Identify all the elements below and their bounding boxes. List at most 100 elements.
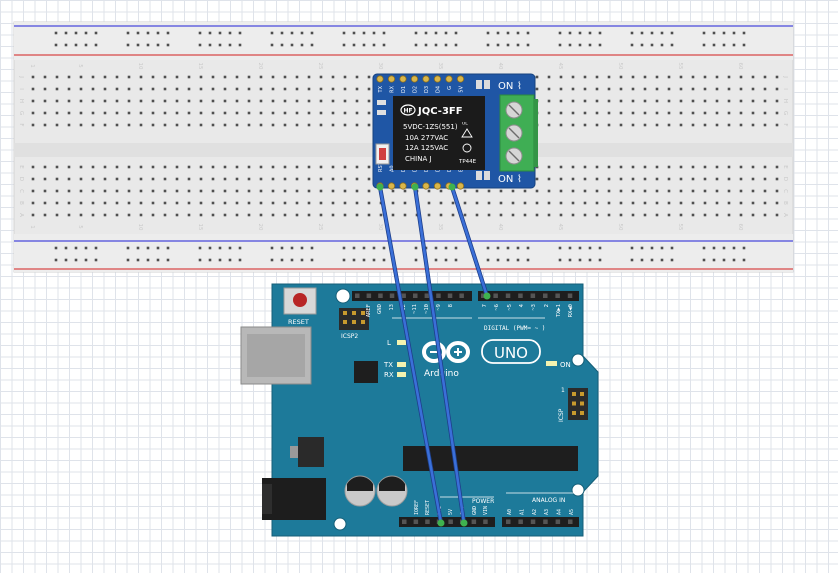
- breadboard-hole: [715, 111, 719, 115]
- rail-hole: [444, 258, 448, 262]
- digital-pin-label: 8: [448, 304, 454, 307]
- column-number-bottom: 5: [77, 225, 83, 229]
- tx-led: [397, 362, 406, 367]
- reset-button-cap[interactable]: [293, 293, 307, 307]
- column-number-top: 20: [257, 63, 263, 70]
- breadboard-hole: [763, 99, 767, 103]
- breadboard-hole: [715, 213, 719, 217]
- rail-hole: [414, 246, 418, 250]
- breadboard-hole: [151, 99, 155, 103]
- breadboard-hole: [751, 177, 755, 181]
- rail-hole: [270, 31, 274, 35]
- breadboard-hole: [175, 75, 179, 79]
- column-number-bottom: 60: [737, 224, 743, 231]
- header-pin: [448, 519, 453, 524]
- breadboard-hole: [55, 189, 59, 193]
- breadboard-hole: [259, 213, 263, 217]
- rail-hole: [156, 258, 160, 262]
- header-pin: [518, 519, 523, 524]
- breadboard-hole: [127, 123, 131, 127]
- reset-button[interactable]: [283, 287, 317, 315]
- icsp2-pin: [352, 311, 356, 315]
- rail-hole: [742, 31, 746, 35]
- breadboard-hole: [307, 165, 311, 169]
- relay-top-pin-label: D2: [413, 86, 419, 93]
- column-number-bottom: 50: [617, 224, 623, 231]
- relay-top-pin: [445, 75, 453, 83]
- breadboard-hole: [763, 213, 767, 217]
- icsp-pin: [572, 411, 576, 415]
- column-number-top: 35: [437, 63, 443, 70]
- breadboard-hole: [463, 189, 467, 193]
- breadboard-hole: [43, 99, 47, 103]
- rail-hole: [238, 43, 242, 47]
- breadboard-hole: [187, 99, 191, 103]
- rail-hole: [516, 31, 520, 35]
- breadboard-hole: [139, 111, 143, 115]
- icsp-pin: [580, 392, 584, 396]
- rail-hole: [506, 43, 510, 47]
- rail-hole: [238, 246, 242, 250]
- breadboard-hole: [751, 165, 755, 169]
- breadboard-hole: [247, 189, 251, 193]
- reset-label: RESET: [288, 318, 309, 326]
- breadboard-hole: [91, 99, 95, 103]
- jumper-wires: [376, 183, 491, 527]
- breadboard-hole: [175, 123, 179, 127]
- breadboard-hole: [211, 87, 215, 91]
- breadboard-hole: [55, 123, 59, 127]
- breadboard-hole: [667, 189, 671, 193]
- relay-on-label-bottom: ON: [498, 174, 513, 185]
- header-pin: [506, 519, 511, 524]
- breadboard-hole: [211, 123, 215, 127]
- breadboard-hole: [607, 111, 611, 115]
- rail-hole: [434, 246, 438, 250]
- rail-hole: [486, 43, 490, 47]
- breadboard-hole: [235, 213, 239, 217]
- breadboard-hole: [739, 165, 743, 169]
- breadboard-hole: [307, 213, 311, 217]
- rail-hole: [136, 31, 140, 35]
- breadboard-hole: [223, 99, 227, 103]
- breadboard-hole: [607, 99, 611, 103]
- breadboard-hole: [703, 75, 707, 79]
- rail-hole: [444, 31, 448, 35]
- column-number-top: 10: [137, 63, 143, 70]
- breadboard-hole: [271, 189, 275, 193]
- rail-hole: [496, 43, 500, 47]
- rail-hole: [712, 31, 716, 35]
- breadboard-hole: [91, 111, 95, 115]
- breadboard-hole: [271, 75, 275, 79]
- breadboard-hole: [595, 75, 599, 79]
- breadboard-hole: [643, 201, 647, 205]
- breadboard-hole: [727, 111, 731, 115]
- breadboard-hole: [247, 87, 251, 91]
- mounting-hole: [335, 288, 351, 304]
- icsp-pin1-label: 1: [561, 387, 565, 394]
- relay-on-icon-bottom: ⌇: [517, 174, 522, 185]
- breadboard-hole: [139, 99, 143, 103]
- rail-hole: [578, 31, 582, 35]
- row-letter-right: G: [782, 111, 788, 115]
- rx-led: [397, 372, 406, 377]
- breadboard-hole: [43, 87, 47, 91]
- header-pin: [447, 293, 453, 298]
- relay-bottom-pin: [422, 182, 430, 190]
- breadboard-hole: [307, 123, 311, 127]
- breadboard-hole: [319, 99, 323, 103]
- breadboard-hole: [199, 99, 203, 103]
- breadboard-hole: [763, 123, 767, 127]
- breadboard-hole: [775, 75, 779, 79]
- breadboard-hole: [655, 87, 659, 91]
- breadboard-hole: [535, 87, 539, 91]
- jumper-wire: [378, 185, 443, 525]
- breadboard-hole: [667, 75, 671, 79]
- header-pin: [355, 293, 360, 298]
- header-pin: [424, 293, 430, 298]
- breadboard-hole: [535, 201, 539, 205]
- analog-label: ANALOG IN: [532, 497, 565, 504]
- breadboard-hole: [31, 177, 35, 181]
- breadboard-hole: [367, 213, 371, 217]
- breadboard-hole: [259, 177, 263, 181]
- voltage-regulator: [298, 437, 324, 467]
